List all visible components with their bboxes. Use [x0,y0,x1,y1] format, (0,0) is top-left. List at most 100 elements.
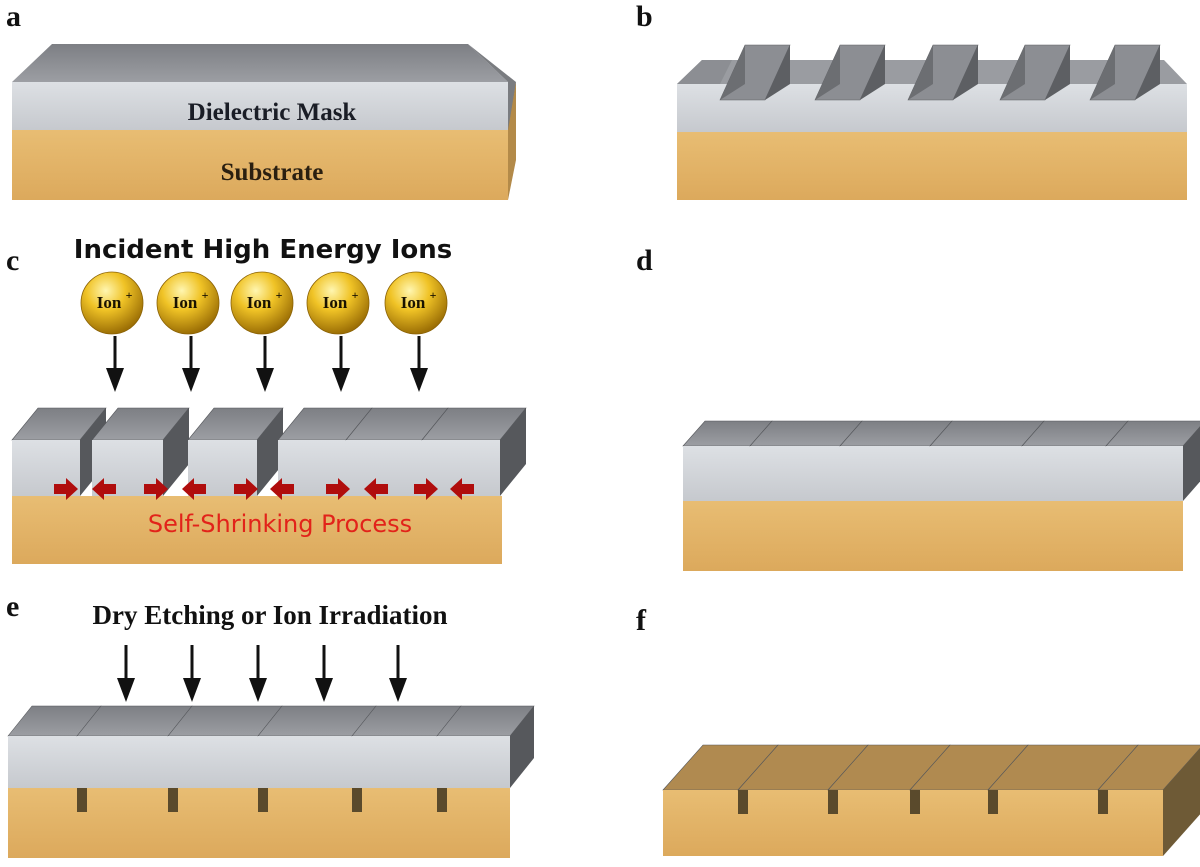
substrate-front [12,496,502,564]
panel-letter-f: f [636,604,647,637]
self-shrinking-label: Self-Shrinking Process [148,510,412,538]
ridge-top [677,60,732,84]
panel-letter-b: b [636,0,653,33]
ion-charge: + [276,288,283,302]
substrate-label: Substrate [221,159,324,186]
block-front [828,790,910,856]
substrate-trenches [77,788,447,812]
panel-e: e Dry Etching or Ion Irradiation [6,590,535,858]
substrate-front [683,501,1183,571]
panel-f: f [636,604,1200,856]
substrate-front [677,132,1187,200]
dry-etching-title: Dry Etching or Ion Irradiation [92,600,447,630]
ion-row: Ion + Ion + Ion + Ion + Ion + [80,271,448,392]
panel-d: d [636,244,1200,571]
block-front [1022,446,1106,501]
block-front [352,736,437,788]
ion-label: Ion [401,293,426,312]
etch-arrow-head [315,678,333,702]
substrate-trench [77,788,87,812]
ion-label: Ion [173,293,198,312]
ion-arrow-head [332,368,350,392]
shrink-arrow-left [270,478,294,500]
ridge-left-wall [815,45,840,100]
ion-label: Ion [97,293,122,312]
shrink-arrow-right [54,478,78,500]
block-front [437,736,510,788]
etch-arrow-head [117,678,135,702]
shrink-arrows [54,478,474,500]
substrate-front [12,130,508,200]
block-front [168,736,258,788]
substrate-trench [437,788,447,812]
ridge-left-wall [1000,45,1025,100]
substrate-trench [828,790,838,814]
shrink-arrow-left [92,478,116,500]
mask-blocks [682,420,1200,501]
ion-arrow-head [182,368,200,392]
block-side-wall [1163,748,1200,856]
ridge-side-wall [765,45,790,100]
etch-arrows [117,645,407,702]
etched-substrate-blocks [662,744,1200,856]
etch-arrow-head [183,678,201,702]
block-front [77,736,168,788]
block-side-wall [163,408,189,496]
substrate-trench [1098,790,1108,814]
block-front [258,736,352,788]
shrink-arrow-left [450,478,474,500]
panel-b: b [636,0,1187,200]
dielectric-mask-label: Dielectric Mask [188,99,357,126]
block-front [1106,446,1183,501]
shrink-arrow-right [234,478,258,500]
ion-sphere [156,271,220,335]
mask-top [12,44,508,82]
panel-letter-e: e [6,590,19,623]
shrink-arrow-right [414,478,438,500]
ion-charge: + [126,288,133,302]
etch-arrow-head [389,678,407,702]
mask-ridges [677,44,1161,101]
block-front [930,446,1022,501]
block-side-wall [500,408,526,496]
panel-c: c Incident High Energy Ions Ion+Ion+Ion+… [6,235,527,564]
ion-label: Ion [323,293,348,312]
block-front [988,790,1098,856]
block-front [738,790,828,856]
ion-charge: + [352,288,359,302]
ion-sphere [384,271,448,335]
block-front [683,446,750,501]
ridge-left-wall [1090,45,1115,100]
mask-front [12,82,508,130]
ion-label: Ion [247,293,272,312]
ion-arrow-head [106,368,124,392]
block-side-wall [1183,426,1200,501]
shrink-arrow-right [144,478,168,500]
panel-letter-a: a [6,0,21,33]
ion-arrow-head [410,368,428,392]
shrink-arrow-left [182,478,206,500]
substrate-trench [168,788,178,812]
ion-charge: + [202,288,209,302]
block-side-wall [510,706,534,788]
mask-blocks [11,407,527,496]
ridge-left-wall [908,45,933,100]
ridge-side-wall [1135,45,1160,100]
ion-sphere [230,271,294,335]
ridge-side-wall [953,45,978,100]
mask-blocks [7,705,535,788]
panel-letter-d: d [636,244,653,277]
incident-ions-title: Incident High Energy Ions [74,235,452,265]
substrate-trench [910,790,920,814]
ion-sphere [80,271,144,335]
ridge-side-wall [1045,45,1070,100]
etch-arrow-head [249,678,267,702]
ridge-side-wall [860,45,885,100]
panel-a: a Dielectric Mask Substrate [6,0,516,200]
shrink-arrow-left [364,478,388,500]
substrate-trench [988,790,998,814]
block-front [8,736,77,788]
block-front [663,790,738,856]
ion-charge: + [430,288,437,302]
